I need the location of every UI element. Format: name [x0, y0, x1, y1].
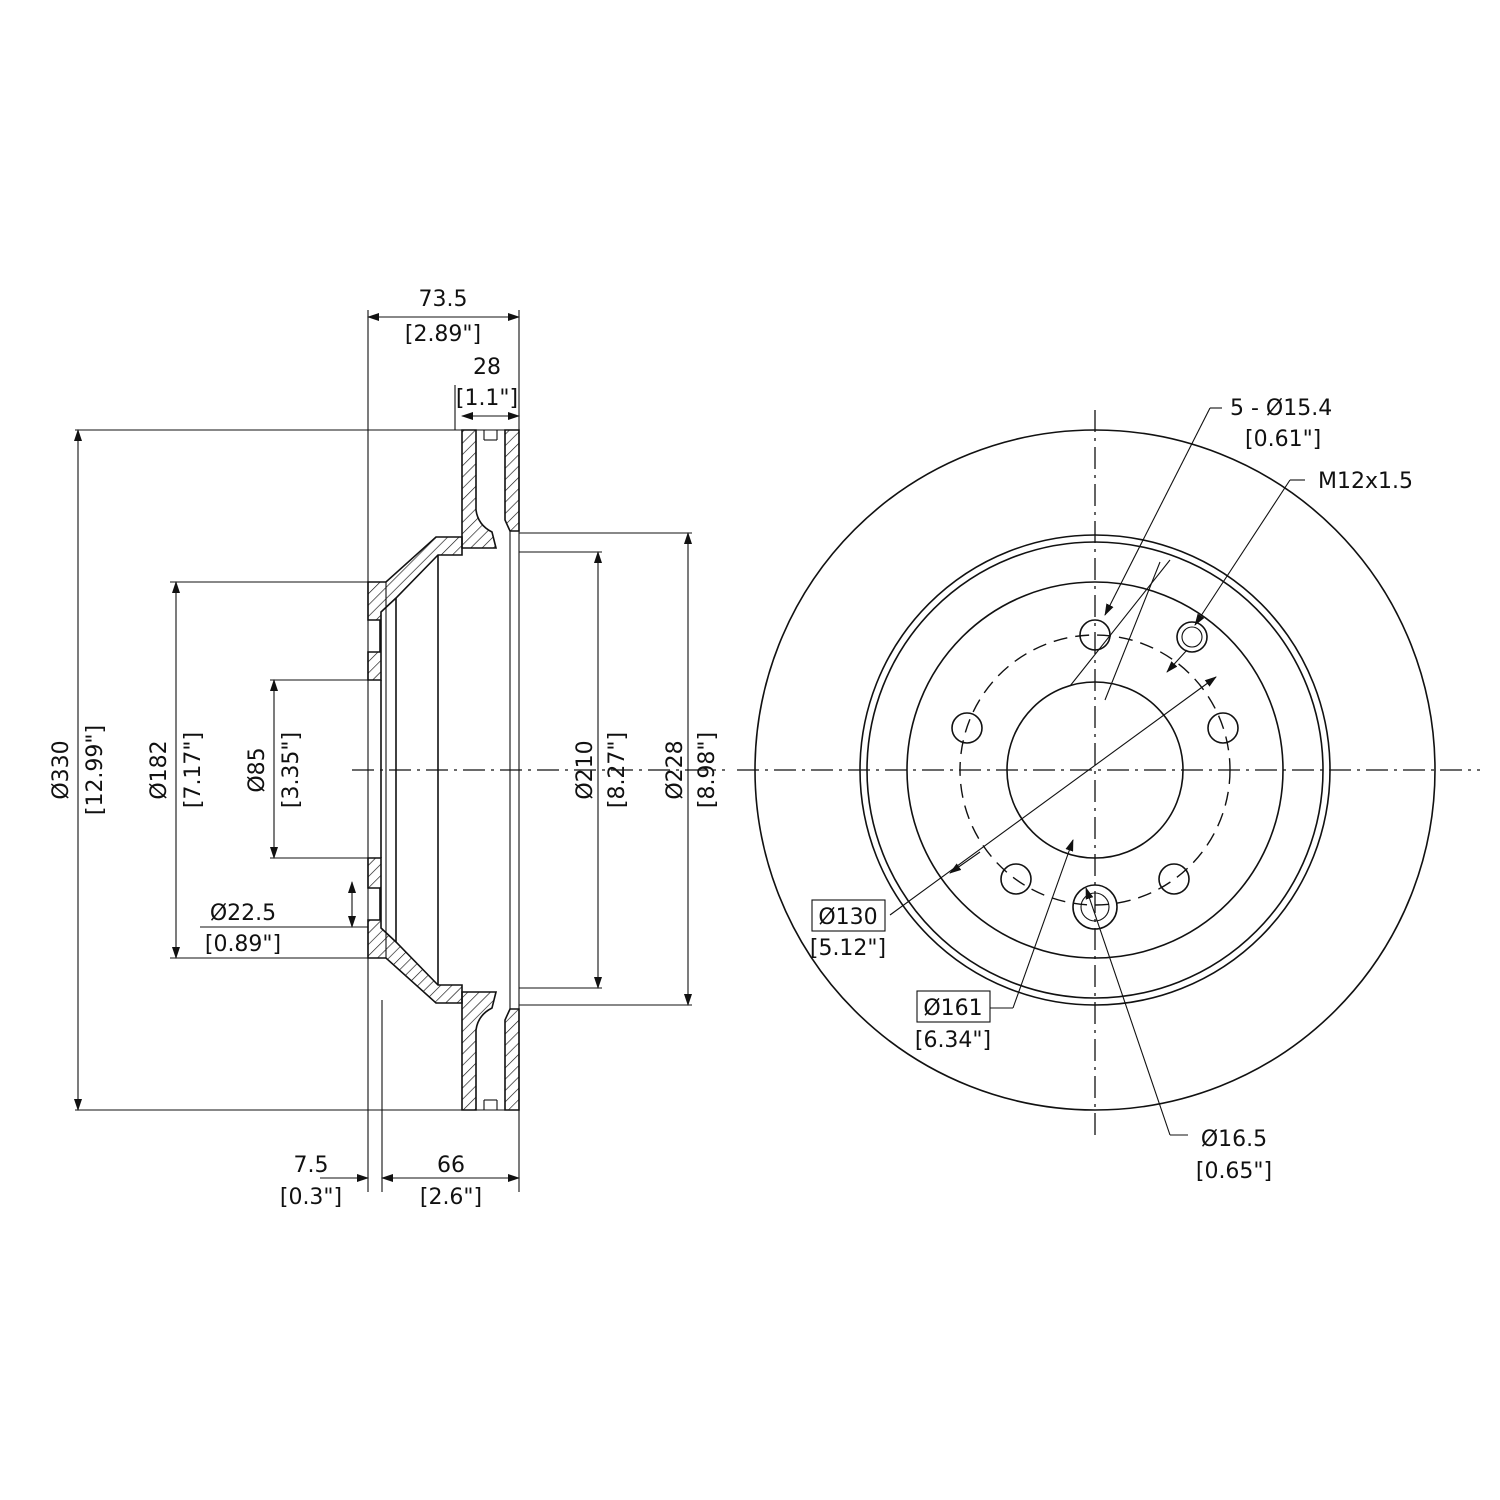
bolt-holes-inch: [0.61"]: [1245, 427, 1321, 452]
bolt-hole: [1158, 863, 1190, 895]
inner-diameter-inch: [8.27"]: [605, 732, 630, 808]
hat-thickness-value: 7.5: [294, 1153, 329, 1178]
hat-upper-section: [367, 536, 463, 681]
center-bore-inch: [3.35"]: [279, 732, 304, 808]
outer-diameter-value: Ø330: [49, 740, 74, 799]
hat-edge-circle: [866, 541, 1324, 999]
locator-hole-value: Ø16.5: [1201, 1127, 1267, 1152]
outer-rim-circle: [754, 429, 1436, 1111]
friction-inner-circle: [859, 534, 1331, 1006]
hat-thickness-inch: [0.3"]: [280, 1185, 342, 1210]
threaded-hole-inner: [1181, 626, 1203, 648]
bolt-hole: [1207, 712, 1239, 744]
locator-hole-inner: [1080, 892, 1110, 922]
lower-outboard-plate: [461, 991, 498, 1111]
bolt-circle-value: Ø130: [818, 905, 877, 930]
hat-lower-section: [367, 857, 463, 1004]
outer-diameter-inch: [12.99"]: [83, 725, 108, 815]
overall-width-value: 73.5: [419, 287, 468, 312]
locator-hole: [1072, 884, 1118, 930]
center-bore-circle: [1006, 681, 1184, 859]
hat-outer-box: [916, 990, 991, 1023]
hat-diameter-value: Ø182: [147, 740, 172, 799]
hat-outer-inch: [6.34"]: [915, 1028, 991, 1053]
hat-outer-circle: [906, 581, 1284, 959]
locator-hole-inch: [0.65"]: [1196, 1159, 1272, 1184]
hat-height-value: 66: [437, 1153, 465, 1178]
upper-inboard-plate: [504, 429, 520, 532]
lower-inboard-plate: [504, 1008, 520, 1111]
disc-thickness-value: 28: [473, 355, 501, 380]
front-view: 5 - Ø15.4 [0.61"] M12x1.5 Ø130 [5.12"] Ø…: [737, 396, 1480, 1184]
pilot-hole-inch: [0.89"]: [205, 932, 281, 957]
bolt-hole: [1000, 863, 1032, 895]
bolt-circle-box: [811, 899, 886, 932]
thread-value: M12x1.5: [1318, 469, 1413, 494]
side-section-view: 73.5 [2.89"] 28 [1.1"] Ø330 [12.99"] Ø18…: [49, 287, 725, 1210]
bolt-holes-value: 5 - Ø15.4: [1230, 396, 1332, 421]
disc-thickness-inch: [1.1"]: [456, 386, 518, 411]
friction-inner-inch: [8.98"]: [695, 732, 720, 808]
inner-diameter-value: Ø210: [573, 740, 598, 799]
bolt-hole: [951, 712, 983, 744]
pilot-hole-value: Ø22.5: [210, 901, 276, 926]
hat-outer-value: Ø161: [923, 996, 982, 1021]
hat-height-inch: [2.6"]: [420, 1185, 482, 1210]
friction-inner-value: Ø228: [663, 740, 688, 799]
threaded-hole: [1176, 621, 1208, 653]
bolt-circle-inch: [5.12"]: [810, 936, 886, 961]
hat-diameter-inch: [7.17"]: [181, 732, 206, 808]
bolt-circle: [959, 634, 1231, 906]
overall-width-inch: [2.89"]: [405, 322, 481, 347]
center-bore-value: Ø85: [245, 747, 270, 792]
upper-outboard-plate: [461, 429, 498, 549]
